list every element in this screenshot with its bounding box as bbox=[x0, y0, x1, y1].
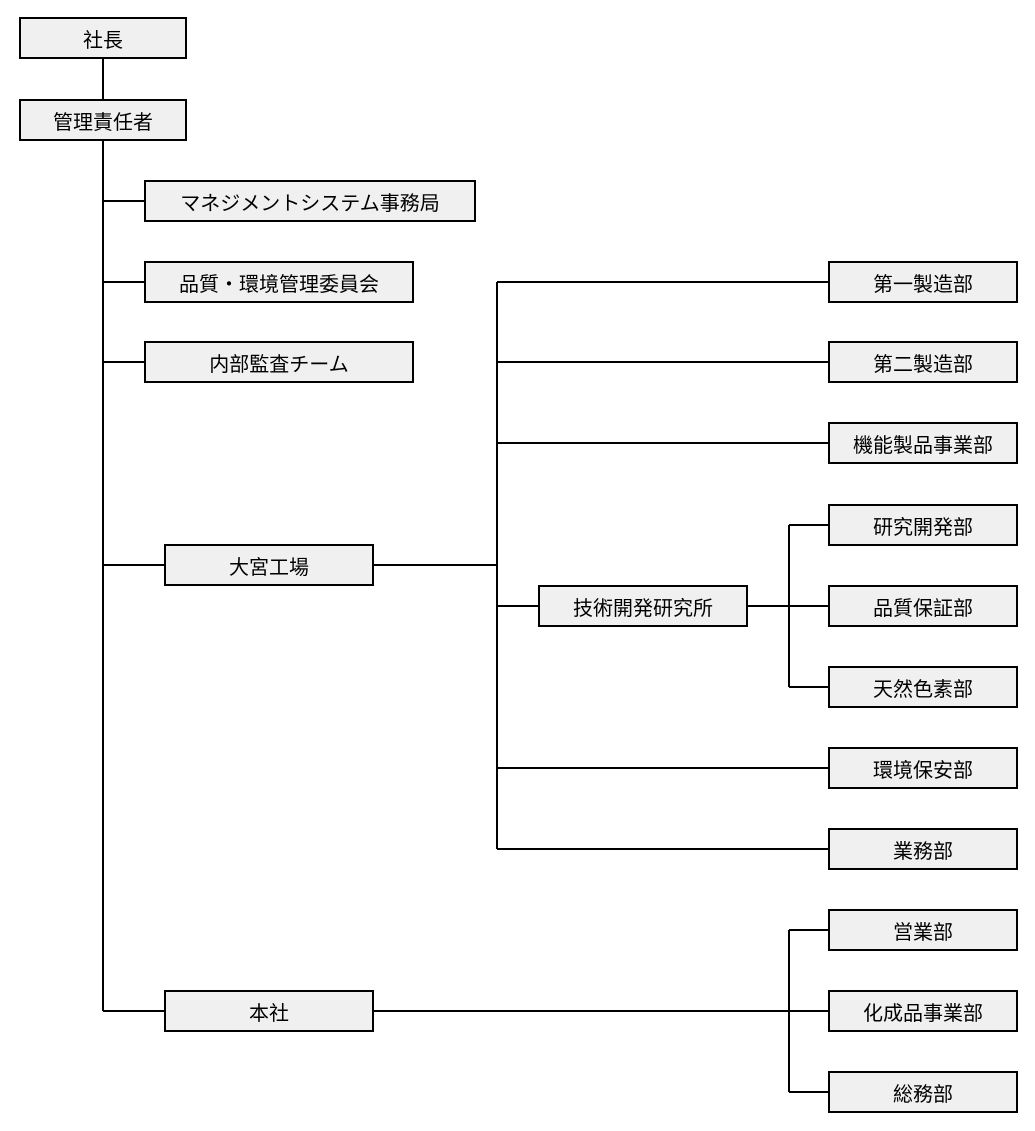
node-research-dev: 研究開発部 bbox=[828, 504, 1018, 546]
node-env-safety-label: 環境保安部 bbox=[873, 757, 973, 782]
node-env-safety: 環境保安部 bbox=[828, 747, 1018, 789]
node-internal-audit-team-label: 内部監査チーム bbox=[209, 351, 349, 376]
node-natural-colors-label: 天然色素部 bbox=[873, 676, 973, 701]
node-manufacturing-1-label: 第一製造部 bbox=[873, 271, 973, 296]
node-manufacturing-1: 第一製造部 bbox=[828, 261, 1018, 303]
node-natural-colors: 天然色素部 bbox=[828, 666, 1018, 708]
node-ms-office-label: マネジメントシステム事務局 bbox=[180, 190, 440, 215]
node-quality-env-committee: 品質・環境管理委員会 bbox=[144, 261, 414, 303]
node-functional-products: 機能製品事業部 bbox=[828, 422, 1018, 464]
node-omiya-plant-label: 大宮工場 bbox=[229, 554, 309, 579]
node-quality-assurance-label: 品質保証部 bbox=[873, 595, 973, 620]
node-quality-env-committee-label: 品質・環境管理委員会 bbox=[179, 271, 379, 296]
node-sales: 営業部 bbox=[828, 909, 1018, 951]
node-chemical-products: 化成品事業部 bbox=[828, 990, 1018, 1032]
node-ms-office: マネジメントシステム事務局 bbox=[144, 180, 476, 222]
node-management-representative-label: 管理責任者 bbox=[53, 109, 153, 134]
node-manufacturing-2: 第二製造部 bbox=[828, 341, 1018, 383]
node-general-affairs: 総務部 bbox=[828, 1071, 1018, 1113]
node-functional-products-label: 機能製品事業部 bbox=[853, 432, 993, 457]
node-research-dev-label: 研究開発部 bbox=[873, 514, 973, 539]
node-sales-label: 営業部 bbox=[893, 919, 953, 944]
node-quality-assurance: 品質保証部 bbox=[828, 585, 1018, 627]
node-tech-dev-institute: 技術開発研究所 bbox=[538, 585, 748, 627]
node-operations: 業務部 bbox=[828, 828, 1018, 870]
node-president: 社長 bbox=[19, 17, 187, 59]
node-manufacturing-2-label: 第二製造部 bbox=[873, 351, 973, 376]
node-tech-dev-institute-label: 技術開発研究所 bbox=[573, 595, 713, 620]
node-general-affairs-label: 総務部 bbox=[893, 1081, 953, 1106]
node-president-label: 社長 bbox=[83, 27, 123, 52]
node-chemical-products-label: 化成品事業部 bbox=[863, 1000, 983, 1025]
node-head-office-label: 本社 bbox=[249, 1000, 289, 1025]
node-internal-audit-team: 内部監査チーム bbox=[144, 341, 414, 383]
node-management-representative: 管理責任者 bbox=[19, 99, 187, 141]
node-head-office: 本社 bbox=[164, 990, 374, 1032]
node-omiya-plant: 大宮工場 bbox=[164, 544, 374, 586]
node-operations-label: 業務部 bbox=[893, 838, 953, 863]
